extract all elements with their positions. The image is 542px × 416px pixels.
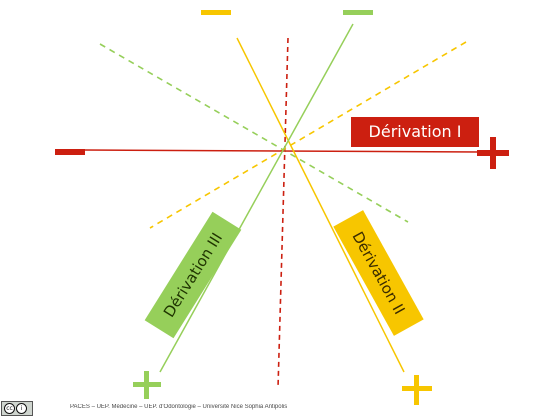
lead-ii-axis <box>236 37 405 373</box>
dashed-green-line <box>99 43 409 223</box>
footer-text: PACES – UEP. Médecine – UEP. d'Odontolog… <box>70 404 288 410</box>
dashed-vertical-line <box>277 37 289 389</box>
lead-i-label: Dérivation I <box>351 117 479 147</box>
lead-iii-axis <box>159 23 354 373</box>
plus-sign-lead-i <box>477 137 509 169</box>
plus-sign-lead-ii <box>402 375 432 405</box>
minus-sign-lead-iii <box>343 10 373 15</box>
minus-sign-lead-i <box>55 149 85 155</box>
plus-sign-lead-iii <box>133 371 161 399</box>
minus-sign-lead-ii <box>201 10 231 15</box>
